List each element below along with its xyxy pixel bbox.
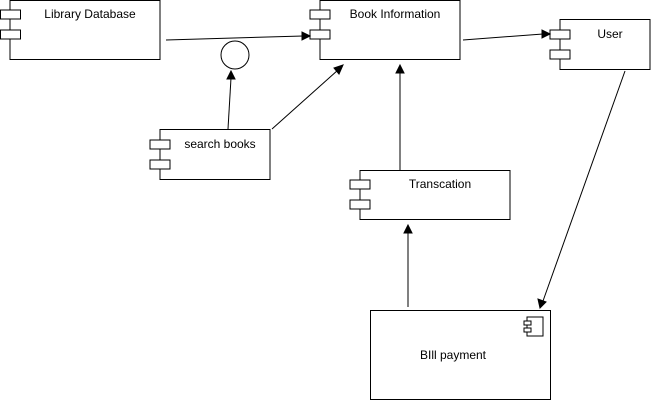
- port-icon: [549, 49, 571, 60]
- component-box: [559, 19, 651, 70]
- provided-interface-icon: [220, 40, 250, 70]
- edge-bill-payment-to-transaction: [403, 223, 413, 307]
- component-library-database[interactable]: Library Database: [0, 0, 161, 60]
- component-icon: [523, 316, 544, 337]
- component-label: BIll payment: [420, 348, 487, 362]
- port-icon: [309, 29, 331, 40]
- edge-search-to-interface: [226, 69, 236, 130]
- component-label: User: [597, 27, 622, 41]
- port-icon: [0, 29, 21, 40]
- component-user[interactable]: User: [549, 19, 651, 70]
- port-icon: [349, 179, 371, 190]
- port-icon: [149, 139, 171, 150]
- edge-book-info-to-user: [462, 29, 552, 41]
- edge-search-to-book-info: [271, 64, 344, 130]
- port-icon: [349, 199, 371, 210]
- component-label: Book Information: [350, 7, 441, 21]
- edge-user-to-bill-payment: [537, 70, 626, 309]
- edge-library-to-book-info: [165, 31, 312, 41]
- edge-transaction-to-book-info: [395, 63, 405, 170]
- component-box: [9, 0, 161, 60]
- component-book-information[interactable]: Book Information: [309, 0, 461, 60]
- component-box: [319, 0, 461, 60]
- port-icon: [149, 159, 171, 170]
- component-box: [159, 129, 271, 180]
- component-box: [370, 310, 551, 400]
- component-label: Library Database: [44, 7, 136, 21]
- port-icon: [309, 9, 331, 20]
- port-icon: [549, 29, 571, 40]
- component-label: search books: [184, 137, 255, 151]
- component-transaction[interactable]: Transcation: [349, 170, 511, 220]
- component-search-books[interactable]: search books: [149, 129, 271, 180]
- port-icon: [0, 9, 21, 20]
- component-label: Transcation: [409, 177, 471, 191]
- component-bill-payment[interactable]: BIll payment: [370, 310, 551, 400]
- component-box: [359, 170, 511, 220]
